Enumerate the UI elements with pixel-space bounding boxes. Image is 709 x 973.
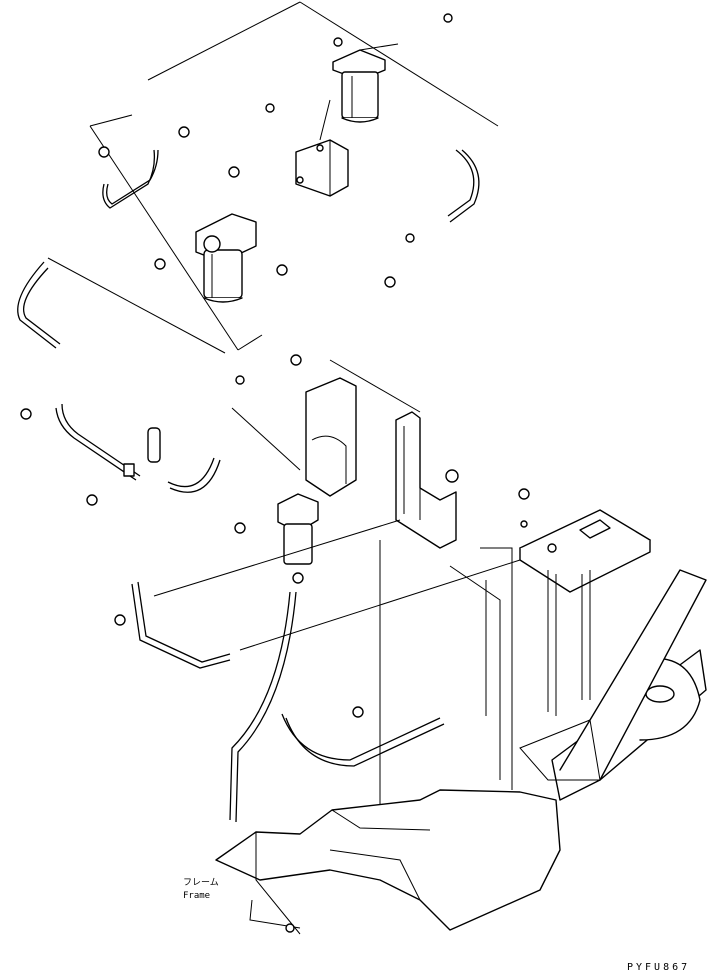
upper-bracket-outline [47,1,499,354]
lower-hose [281,713,445,767]
upper-fuel-filter [332,43,399,123]
middle-short-hose [147,427,221,493]
tank-cover-plate [519,509,651,716]
lower-left-pipe [131,581,231,669]
vertical-hose [229,591,297,823]
drawing-code: PYFU867 [627,962,690,973]
side-cover [305,377,357,497]
fastener-parts [20,13,530,933]
bracket-plate [395,411,457,549]
frame-tank [215,569,707,935]
upper-filter-bracket [295,99,349,197]
water-separator-middle [277,493,319,584]
water-separator-upper [195,213,257,303]
upper-right-hose [447,149,480,223]
frame-label-en: Frame [183,891,210,901]
middle-left-pipe [55,403,141,481]
left-long-hose [17,261,61,349]
frame-label-jp: フレーム [183,877,219,888]
upper-left-pipe [102,149,159,209]
